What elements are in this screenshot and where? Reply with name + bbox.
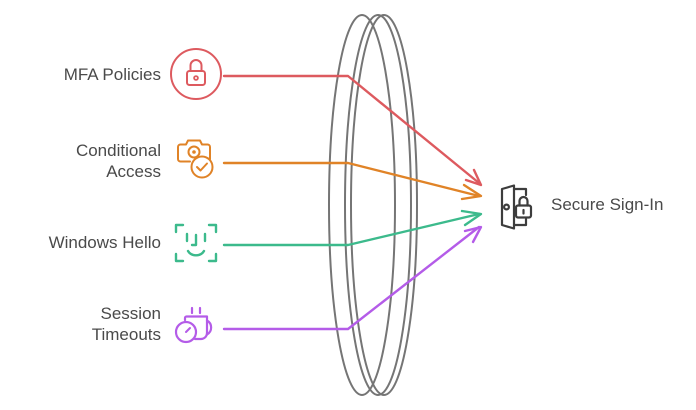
connector-conditional-access [222,161,483,201]
source-label-conditional-access: Conditional Access [75,141,161,181]
connector-conditional-access-arrowhead [460,183,483,201]
face-id-icon [174,223,218,263]
connector-mfa-line [222,74,481,185]
source-label-session-timeouts: Session Timeouts [91,304,161,344]
connector-mfa-arrowhead [464,168,483,187]
lens-ellipse-back [328,14,396,396]
camera-check-icon [177,139,214,179]
lock-circle-icon [170,48,222,100]
lens-ellipse-front [350,14,418,396]
source-label-mfa-policies: MFA Policies [63,65,161,84]
connector-session-timeouts [222,225,483,331]
door-lock-icon [500,184,533,230]
connector-session-timeouts-arrowhead [463,225,483,244]
connector-mfa [222,74,483,187]
lens-ellipse-middle [344,14,412,396]
coffee-timer-icon [174,306,213,344]
target-label-secure-sign-in: Secure Sign-In [551,195,664,214]
connector-conditional-access-line [222,161,481,198]
connector-windows-hello-line [222,212,481,247]
connector-windows-hello-arrowhead [460,209,483,227]
connector-windows-hello [222,209,483,247]
central-lens [328,14,418,396]
source-label-windows-hello: Windows Hello [48,233,161,252]
connector-session-timeouts-line [222,225,481,331]
